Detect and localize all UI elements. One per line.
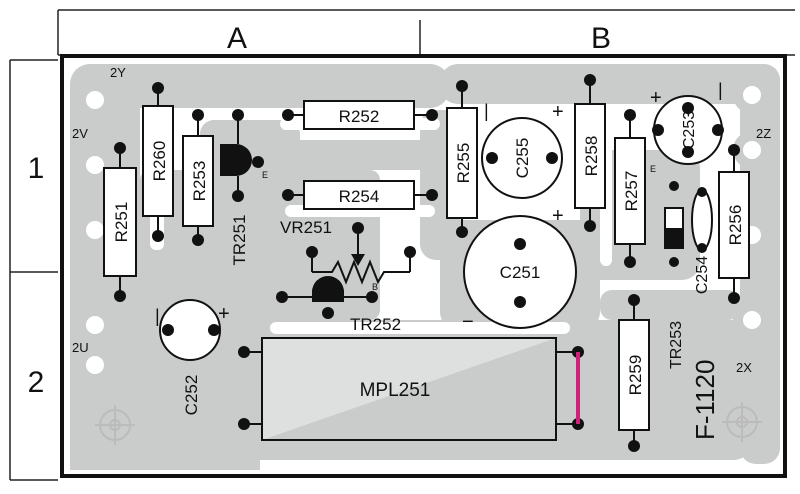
tr252-pin-b: B <box>372 282 378 292</box>
terminal-label-2y: 2Y <box>110 65 126 80</box>
module-mpl251: MPL251 <box>238 337 584 441</box>
r260-label: R260 <box>150 141 169 182</box>
c255-label: C255 <box>513 138 532 179</box>
terminal-label-2v: 2V <box>72 126 88 141</box>
resistor-r255: R255 <box>446 80 478 238</box>
c252-plus-mark: + <box>218 303 230 325</box>
board-code: F-1120 <box>690 360 720 440</box>
resistor-r253: R253 <box>182 109 214 246</box>
terminal-label-2x: 2X <box>736 360 752 375</box>
r253-label: R253 <box>190 161 209 202</box>
c251-minus-mark: − <box>462 311 474 333</box>
c253-plus-mark: + <box>650 87 662 109</box>
c255-plus-mark: + <box>552 101 564 123</box>
r255-label: R255 <box>454 143 473 184</box>
r251-label: R251 <box>112 202 131 243</box>
terminal-label-2u: 2U <box>72 340 89 355</box>
transistor-tr251: TR251 E <box>220 109 268 266</box>
mpl251-label: MPL251 <box>360 380 431 401</box>
resistor-r257: R257 <box>614 109 646 268</box>
resistor-r254: R254 <box>282 180 438 210</box>
tr253-label: TR253 <box>668 321 685 369</box>
transistor-tr252: TR252 B <box>276 276 401 334</box>
r257-label: R257 <box>622 171 641 212</box>
r256-label: R256 <box>726 205 745 246</box>
c252-label: C252 <box>182 375 201 416</box>
mounting-holes <box>95 402 762 445</box>
column-label-b: B <box>591 22 611 55</box>
c253-bar-mark: | <box>718 80 723 100</box>
c251-plus-mark: + <box>552 205 564 227</box>
terminal-label-2z: 2Z <box>756 126 771 141</box>
tr252-label: TR252 <box>350 315 401 334</box>
resistor-r256: R256 <box>718 144 750 304</box>
capacitor-c251: C251 + − <box>462 205 577 333</box>
tr253-pin-e: E <box>650 164 656 174</box>
capacitor-c255: C255 | + <box>481 101 564 199</box>
resistor-r260: R260 <box>142 82 174 242</box>
c252-bar-mark: | <box>155 306 160 326</box>
tr251-label: TR251 <box>230 214 249 265</box>
resistor-r259: R259 <box>618 294 650 452</box>
resistor-r258: R258 <box>574 74 606 232</box>
c254-label: C254 <box>694 256 711 294</box>
c251-label: C251 <box>500 263 541 282</box>
terminal-pads <box>76 76 771 384</box>
r258-label: R258 <box>582 136 601 177</box>
row-label-1: 1 <box>28 152 45 185</box>
c253-label: C253 <box>681 111 698 149</box>
column-label-a: A <box>227 22 247 55</box>
trimmer-vr251: VR251 <box>280 218 416 285</box>
transistor-tr253: TR253 E <box>650 164 685 369</box>
tr251-pin-e: E <box>262 170 268 180</box>
capacitor-c254: C254 <box>691 187 713 294</box>
r252-label: R252 <box>339 107 380 126</box>
row-label-2: 2 <box>28 366 45 399</box>
c255-bar-mark: | <box>484 101 489 121</box>
resistor-r252: R252 <box>282 100 438 130</box>
vr251-label: VR251 <box>280 218 332 237</box>
capacitor-c252: | + C252 <box>155 299 230 416</box>
resistor-r251: R251 <box>103 142 137 302</box>
r254-label: R254 <box>339 187 380 206</box>
capacitor-c253: C253 + | <box>650 80 724 165</box>
r259-label: R259 <box>626 355 645 396</box>
